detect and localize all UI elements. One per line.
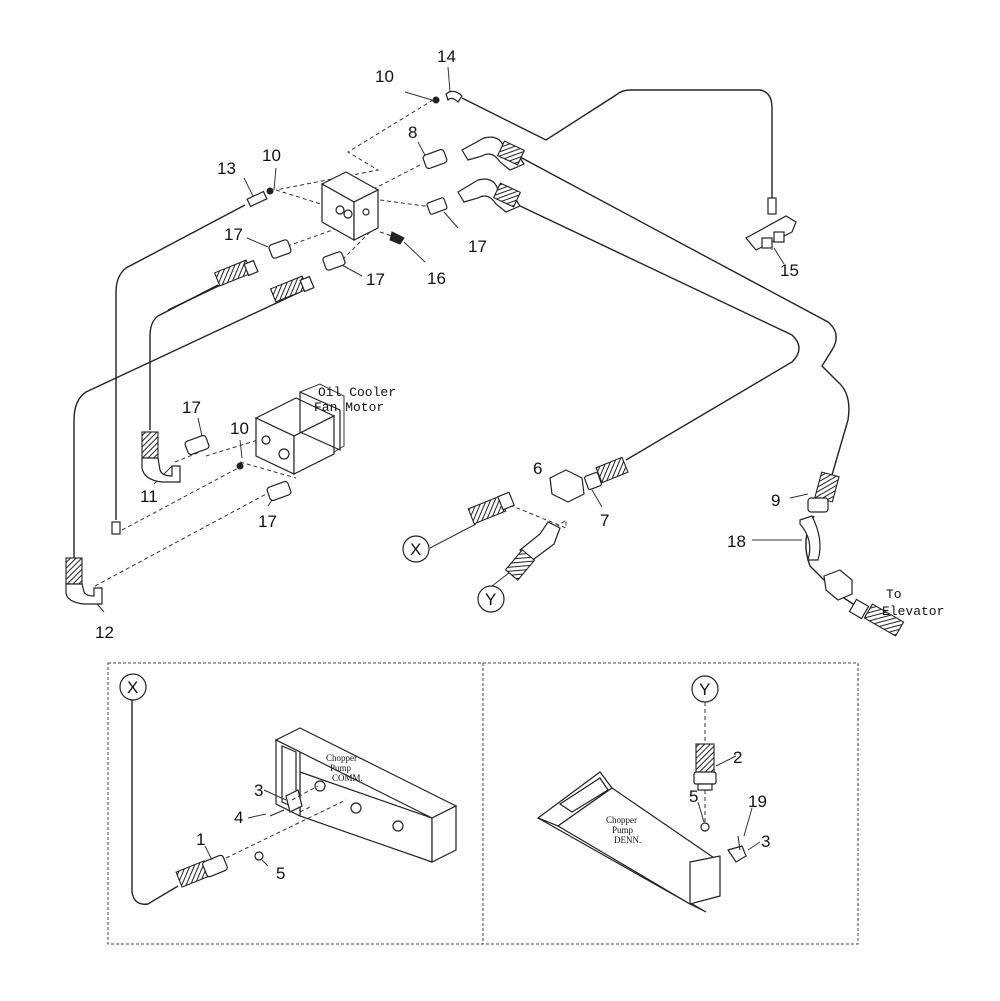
callout-15: 15 — [780, 261, 799, 280]
pump-comm-label-line2: Pump — [330, 763, 352, 773]
callout-10: 10 — [262, 146, 281, 165]
detail-panels: X Chopper Pump COMM. — [107, 662, 859, 945]
callout-12: 12 — [95, 623, 114, 642]
callout-17: 17 — [258, 512, 277, 531]
marker-y-inset: Y — [691, 675, 719, 703]
callout-16: 16 — [427, 269, 446, 288]
callout-17: 17 — [224, 225, 243, 244]
callout-10: 10 — [375, 67, 394, 86]
callout-13: 13 — [217, 159, 236, 178]
svg-text:X: X — [410, 540, 421, 559]
callout-8: 8 — [408, 123, 417, 142]
tee-fitting — [745, 197, 797, 251]
upper-parts — [213, 90, 797, 303]
center-fittings — [467, 456, 629, 581]
callout-3: 3 — [761, 832, 770, 851]
svg-text:Y: Y — [485, 590, 496, 609]
callout-14: 14 — [437, 47, 456, 66]
marker-x-main: X — [402, 535, 430, 563]
panel-comm: X Chopper Pump COMM. — [119, 673, 458, 905]
callout-3: 3 — [254, 781, 263, 800]
callout-6: 6 — [533, 459, 542, 478]
svg-text:Y: Y — [699, 680, 710, 699]
callout-19: 19 — [748, 792, 767, 811]
left-fittings — [65, 431, 292, 605]
callout-10: 10 — [230, 419, 249, 438]
callout-5: 5 — [689, 787, 698, 806]
callout-numbers: 14 10 10 13 8 17 17 17 16 15 17 10 11 17… — [95, 47, 799, 642]
callout-17: 17 — [182, 398, 201, 417]
to-elevator-label-line1: To — [886, 587, 902, 602]
pump-denn-label-line2: Pump — [612, 825, 634, 835]
callout-5: 5 — [276, 864, 285, 883]
to-elevator-label-line2: Elevator — [882, 604, 944, 619]
callout-1: 1 — [196, 830, 205, 849]
pump-comm-label-line1: Chopper — [326, 753, 357, 763]
callout-2: 2 — [733, 748, 742, 767]
pump-denn-label-line1: Chopper — [606, 815, 637, 825]
marker-y-main: Y — [477, 585, 505, 613]
marker-x-inset: X — [119, 673, 147, 701]
pump-comm-label-line3: COMM. — [332, 773, 363, 783]
callout-7: 7 — [600, 511, 609, 530]
oil-cooler-label-line1: Oil Cooler — [318, 385, 396, 400]
callout-4: 4 — [234, 808, 243, 827]
callout-17: 17 — [366, 270, 385, 289]
oil-cooler-label-line2: Fan Motor — [314, 400, 384, 415]
callout-18: 18 — [727, 532, 746, 551]
svg-text:X: X — [127, 678, 138, 697]
labels: Oil Cooler Fan Motor To Elevator — [314, 385, 944, 619]
valve-block — [320, 171, 380, 242]
panel-denn: Y Chopper Pump DENN. 2 — [536, 675, 770, 913]
callout-9: 9 — [771, 491, 780, 510]
callout-11: 11 — [140, 487, 158, 506]
hose-lines — [73, 66, 863, 613]
elevator-fittings — [799, 471, 905, 637]
fan-motor — [254, 383, 345, 475]
callout-17: 17 — [468, 237, 487, 256]
pump-denn-label-line3: DENN. — [614, 835, 641, 845]
